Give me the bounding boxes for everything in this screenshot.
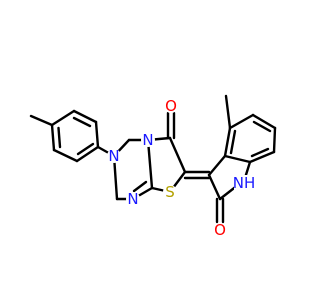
bond-c3-c2: [207, 173, 222, 201]
bond-nfused-c8a: [146, 138, 154, 190]
bond-c3-c3a: [207, 154, 227, 177]
bond-c3a-c7a: [223, 154, 252, 164]
atom-o-lactam-label: O: [214, 221, 226, 239]
atom-n-imine: N: [126, 190, 140, 208]
bond-benzo-5-inner: [250, 147, 270, 158]
bond-co-c: [168, 136, 187, 174]
bond-tolyl-1-inner: [57, 126, 62, 149]
bond-tolyl-5-inner: [72, 116, 92, 128]
bond-methyl-benzo: [224, 94, 232, 130]
bond-ch2-n-bottom: [112, 154, 119, 201]
atom-nh-lactam-label: NH: [233, 174, 256, 192]
bond-tolyl-6: [50, 109, 76, 127]
atom-o-ketone: O: [164, 97, 178, 115]
bond-benzo-3-inner: [252, 120, 272, 133]
atom-n-fused-label: N: [142, 131, 153, 149]
bond-benzo-4: [272, 126, 277, 154]
bond-benzo-1: [223, 126, 232, 158]
bond-tolyl-3: [75, 145, 100, 163]
bond-tolyl-4: [94, 120, 100, 149]
molecule-svg: N N N S O O NH: [29, 94, 277, 239]
molecule-drawing: N N N S O O NH: [29, 94, 277, 239]
bond-tolyl-3-inner: [76, 142, 95, 156]
bond-benzo-1-inner: [229, 129, 237, 155]
atom-o-lactam: O: [213, 221, 227, 239]
atom-s-ring: S: [163, 183, 177, 201]
bond-tolyl-2: [52, 148, 79, 163]
atom-nh-lactam: NH: [233, 174, 256, 192]
atom-n-aryl-label: N: [108, 147, 119, 165]
atom-o-ketone-label: O: [165, 97, 177, 115]
bond-c8a-nimine-inner: [132, 180, 148, 193]
bond-tolyl-5: [72, 109, 98, 124]
atom-s-ring-label: S: [165, 183, 175, 201]
atom-n-aryl: N: [107, 147, 121, 165]
bond-benzo-3: [251, 113, 277, 130]
atom-labels: N N N S O O NH: [107, 97, 255, 239]
bond-benzo-2: [228, 113, 255, 130]
bond-tolyl-1: [50, 123, 56, 152]
bond-benzo-5: [248, 150, 276, 164]
atom-n-fused: N: [141, 131, 155, 149]
bond-methyl-tolyl: [29, 114, 54, 127]
bonds: [29, 94, 277, 224]
atom-n-imine-label: N: [127, 190, 138, 208]
